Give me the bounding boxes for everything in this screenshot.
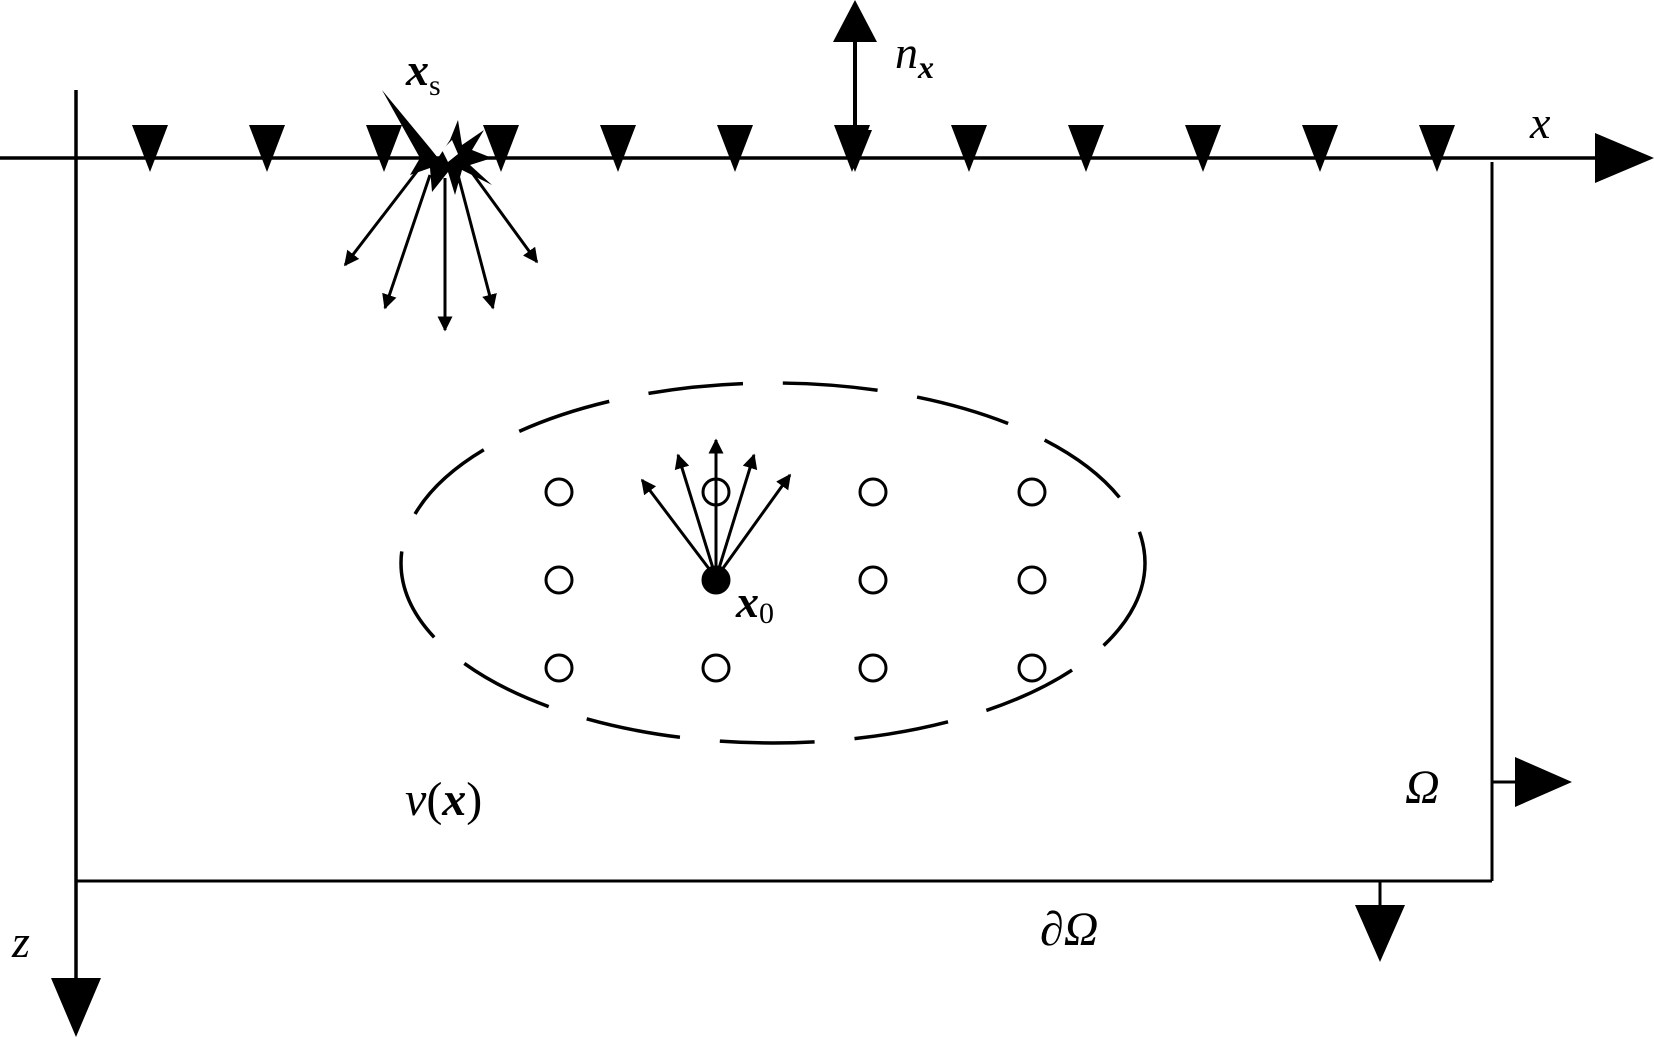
z-axis-label: z — [11, 916, 30, 967]
receiver-marker — [1302, 125, 1338, 172]
image-point-label: x0 — [735, 576, 774, 630]
z-axis-arrowhead — [51, 978, 101, 1037]
grid-point — [701, 653, 731, 683]
source-star — [382, 90, 492, 195]
source-ray — [343, 169, 420, 267]
grid-point — [858, 477, 888, 507]
receiver-marker — [1185, 125, 1221, 172]
receiver-marker — [132, 125, 168, 172]
grid-point — [1017, 565, 1047, 595]
x-axis-arrowhead — [1595, 133, 1654, 183]
image-point-ray — [714, 453, 758, 579]
image-point-ray — [714, 473, 792, 579]
image-point-ray — [674, 453, 718, 579]
source-ray — [468, 169, 539, 264]
receiver-marker — [366, 125, 402, 172]
receiver-marker — [834, 125, 870, 172]
grid-point — [544, 653, 574, 683]
grid-point — [858, 565, 888, 595]
receiver-marker — [600, 125, 636, 172]
source-ray — [456, 174, 497, 310]
image-point-ray — [640, 478, 718, 579]
source-burst — [382, 90, 492, 195]
source-rays — [343, 169, 539, 332]
source-label: xs — [405, 44, 441, 102]
domain-label: Ω — [1405, 761, 1440, 814]
receiver-marker — [951, 125, 987, 172]
grid-point — [858, 653, 888, 683]
z-axis — [51, 90, 101, 1037]
grid-point — [1017, 653, 1047, 683]
grid-point — [1017, 477, 1047, 507]
receiver-marker — [1068, 125, 1104, 172]
source-ray — [382, 174, 432, 310]
grid-point — [544, 565, 574, 595]
receiver-array — [132, 125, 1455, 172]
imaging-grid — [544, 477, 1047, 683]
x-axis-label: x — [1529, 97, 1551, 148]
target-region-ellipse — [399, 381, 1147, 745]
x-axis — [0, 133, 1654, 183]
boundary-label: ∂Ω — [1040, 903, 1098, 956]
velocity-label: v(x) — [405, 773, 482, 826]
surface-normal-label: nx — [895, 27, 934, 85]
boundary-normal-bottom — [1355, 881, 1405, 962]
image-point-rays — [640, 438, 792, 579]
grid-point — [544, 477, 574, 507]
receiver-marker — [717, 125, 753, 172]
domain-boundary — [76, 162, 1494, 883]
receiver-marker — [249, 125, 285, 172]
image-point — [704, 568, 728, 592]
boundary-normal-right — [1492, 757, 1572, 807]
receiver-marker — [483, 125, 519, 172]
receiver-marker — [1419, 125, 1455, 172]
